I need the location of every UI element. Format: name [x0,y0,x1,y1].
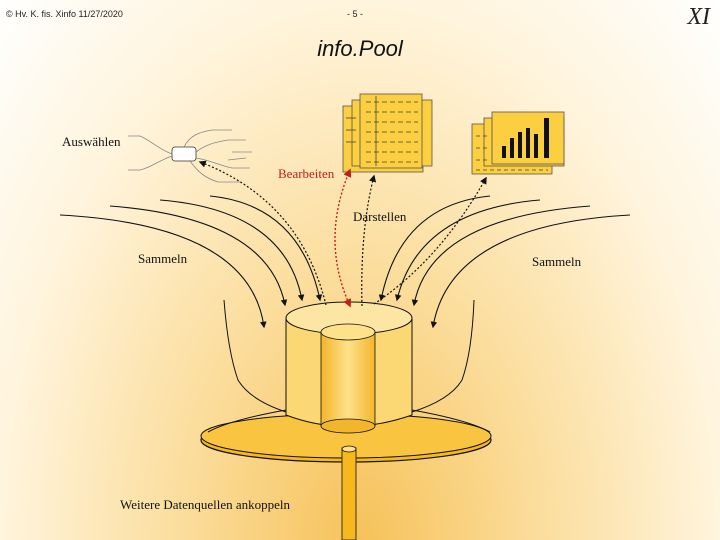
label-select: Auswählen [62,134,121,149]
info-pool-funnel [200,299,492,540]
table-document-icon [342,93,433,173]
select-arrow [198,160,327,306]
copyright-header: © Hv. K. fis. Xinfo 11/27/2020 [6,9,123,19]
label-collect-right: Sammeln [532,254,582,269]
edit-arrow-2 [361,174,377,307]
chart-document-icon [471,111,565,175]
label-edit: Bearbeiten [278,166,335,181]
edit-arrow [334,168,352,308]
xi-logo: XI [687,4,710,30]
label-collect-left: Sammeln [138,251,188,266]
page-title: info.Pool [317,36,403,61]
collect-arrows [59,195,631,329]
page-number: - 5 - [347,9,364,19]
label-display: Darstellen [353,209,407,224]
label-connect: Weitere Datenquellen ankoppeln [120,497,291,512]
mind-map-icon [128,129,252,183]
display-arrow [373,176,487,305]
